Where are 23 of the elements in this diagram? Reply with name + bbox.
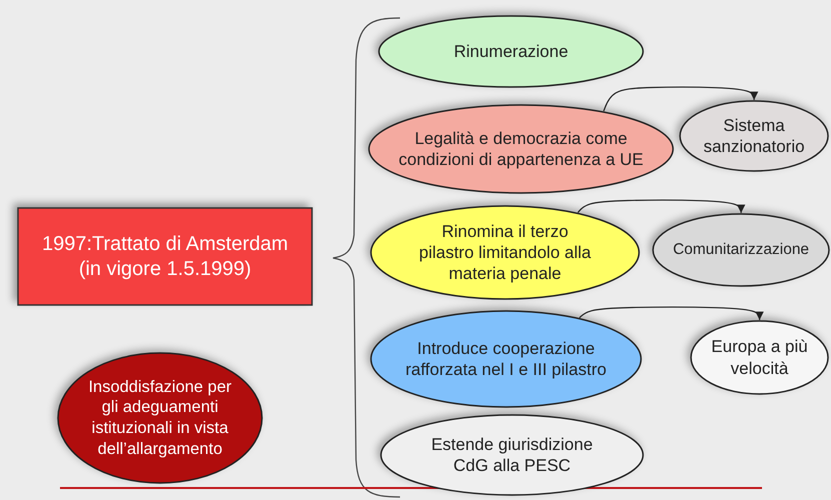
ellipse-node — [370, 310, 642, 408]
ellipse-node — [57, 352, 263, 484]
node-label: Rinomina il terzo pilastro limitandolo alla materia penale — [418, 220, 592, 284]
node-label: Comunitarizzazione — [672, 240, 810, 260]
ellipse-node — [378, 15, 644, 88]
ellipse-node — [380, 414, 644, 496]
curved-arrow — [603, 86, 758, 112]
ellipse-node — [690, 320, 829, 395]
node-label: Estende giurisdizione CdG alla PESC — [430, 434, 594, 476]
curved-arrow — [579, 306, 764, 320]
node-label: Introduce cooperazione rafforzata nel I e III pilastro — [404, 338, 608, 380]
ellipse-node — [368, 104, 674, 194]
node-label: Sistema sanzionatorio — [702, 114, 806, 158]
ellipse-node — [679, 100, 829, 172]
node-label: Europa a più velocità — [710, 336, 809, 379]
node-label: Insoddisfazione per gli adeguamenti istituzionali in vista dell’allargamento — [87, 376, 233, 460]
curved-arrow — [577, 200, 746, 213]
node-label: 1997:Trattato di Amsterdam (in vigore 1.5.1999) — [40, 232, 290, 282]
ellipse-node — [370, 205, 640, 300]
node-label: Rinumerazione — [454, 40, 568, 62]
title-box — [17, 207, 313, 306]
ellipse-node — [652, 213, 830, 287]
node-label: Legalità e democrazia come condizioni di appartenenza a UE — [398, 128, 644, 170]
